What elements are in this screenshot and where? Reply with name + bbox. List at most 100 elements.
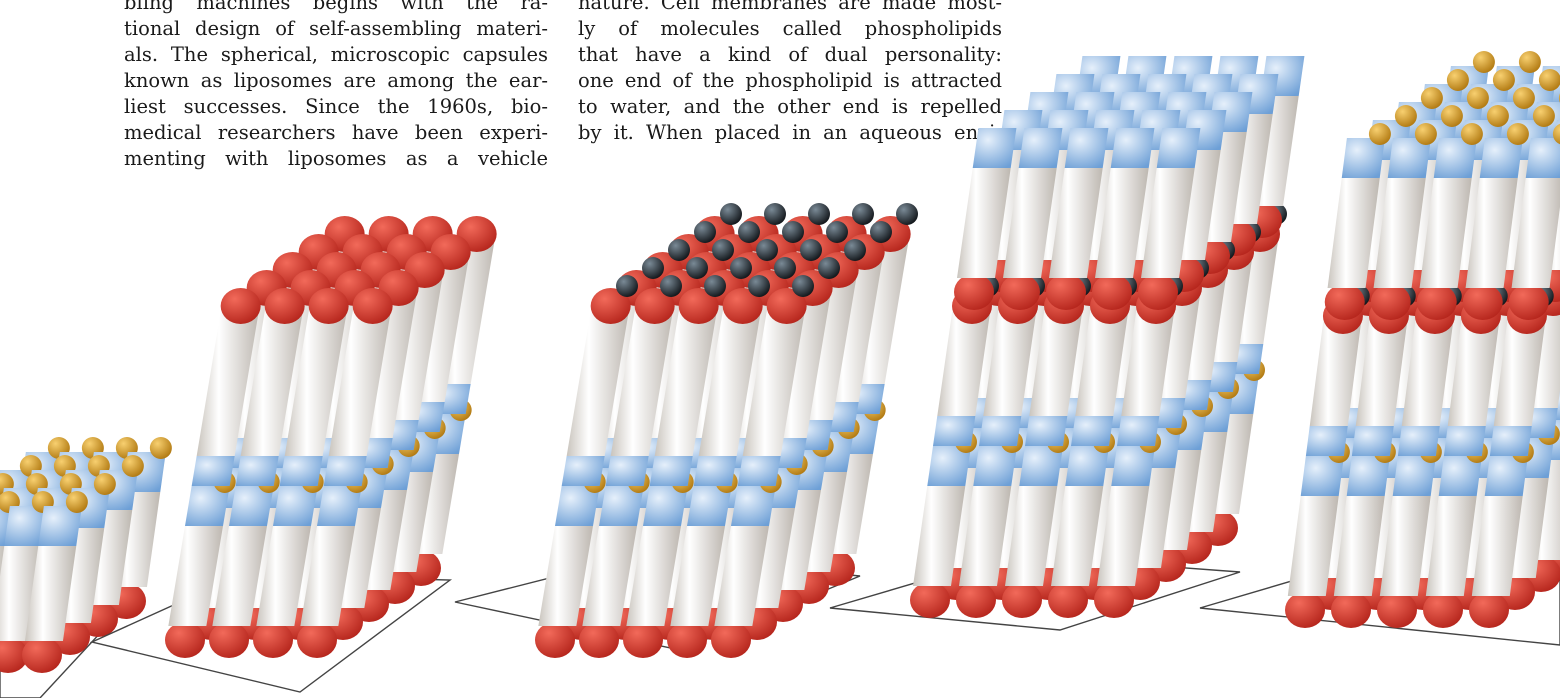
black-particle [616, 275, 638, 297]
gold-particle [1441, 105, 1463, 127]
red-cap [1463, 284, 1503, 320]
black-particle [712, 239, 734, 261]
red-cap [165, 622, 205, 658]
black-particle [660, 275, 682, 297]
red-cap [579, 622, 619, 658]
red-cap [1048, 582, 1088, 618]
black-particle [668, 239, 690, 261]
gold-particle [1533, 105, 1555, 127]
gold-particle [1421, 87, 1443, 109]
lipid-head-blue [1157, 128, 1201, 168]
lipid-head-blue [1444, 426, 1486, 456]
molecule-stack [455, 203, 918, 658]
black-particle [764, 203, 786, 225]
black-particle [844, 239, 866, 261]
black-particle [896, 203, 918, 225]
lipid-head-blue [1526, 138, 1560, 178]
red-cap [1092, 274, 1132, 310]
red-cap [1417, 284, 1457, 320]
lipid-head-blue [933, 416, 975, 446]
molecule-stack [0, 437, 172, 698]
red-cap [265, 288, 305, 324]
black-particle [826, 221, 848, 243]
red-cap [1377, 592, 1417, 628]
red-cap [22, 637, 62, 673]
red-cap [1469, 592, 1509, 628]
gold-particle [94, 473, 116, 495]
red-cap [1094, 582, 1134, 618]
red-cap [956, 582, 996, 618]
black-particle [704, 275, 726, 297]
gold-particle [1539, 69, 1560, 91]
lipid-head-blue [650, 456, 693, 486]
lipid-head-blue [1117, 416, 1159, 446]
red-cap [253, 622, 293, 658]
gold-particle [1473, 51, 1495, 73]
gold-particle [1447, 69, 1469, 91]
gold-particle [1395, 105, 1417, 127]
red-cap [535, 622, 575, 658]
lipid-head-blue [1019, 128, 1063, 168]
lipid-head-blue [236, 456, 279, 486]
red-cap [1138, 274, 1178, 310]
molecule-stack [830, 56, 1304, 630]
gold-particle [1507, 123, 1529, 145]
black-particle [720, 203, 742, 225]
red-cap [221, 288, 261, 324]
lipid-head-blue [192, 456, 235, 486]
black-particle [738, 221, 760, 243]
lipid-head-blue [1025, 416, 1067, 446]
red-cap [711, 622, 751, 658]
black-particle [782, 221, 804, 243]
black-particle [694, 221, 716, 243]
lipid-head-blue [694, 456, 737, 486]
red-cap [1509, 284, 1549, 320]
lipid-head-blue [562, 456, 605, 486]
black-particle [686, 257, 708, 279]
red-cap [910, 582, 950, 618]
black-particle [774, 257, 796, 279]
gold-particle [1369, 123, 1391, 145]
gold-particle [122, 455, 144, 477]
lipid-head-blue [738, 456, 781, 486]
lipid-head-blue [606, 456, 649, 486]
lipid-head-blue [973, 128, 1017, 168]
red-cap [1002, 582, 1042, 618]
red-cap [1325, 284, 1365, 320]
gold-particle [1467, 87, 1489, 109]
lipid-head-blue [1111, 128, 1155, 168]
black-particle [808, 203, 830, 225]
black-particle [852, 203, 874, 225]
red-cap [297, 622, 337, 658]
lipid-head-blue [1352, 426, 1394, 456]
black-particle [818, 257, 840, 279]
gold-particle [1493, 69, 1515, 91]
red-cap [667, 622, 707, 658]
red-cap [1371, 284, 1411, 320]
lipid-head-blue [979, 416, 1021, 446]
lipid-head-blue [324, 456, 367, 486]
lipid-head-blue [1398, 426, 1440, 456]
black-particle [748, 275, 770, 297]
red-cap [1046, 274, 1086, 310]
black-particle [792, 275, 814, 297]
red-cap [623, 622, 663, 658]
red-cap [1331, 592, 1371, 628]
lipid-head-blue [1071, 416, 1113, 446]
red-cap [309, 288, 349, 324]
red-cap [209, 622, 249, 658]
lipid-head-blue [280, 456, 323, 486]
gold-particle [1513, 87, 1535, 109]
black-particle [642, 257, 664, 279]
gold-particle [66, 491, 88, 513]
lipid-head-blue [1490, 426, 1532, 456]
gold-particle [1415, 123, 1437, 145]
red-cap [1000, 274, 1040, 310]
black-particle [756, 239, 778, 261]
black-particle [730, 257, 752, 279]
black-particle [870, 221, 892, 243]
red-cap [954, 274, 994, 310]
red-cap [353, 288, 393, 324]
lipid-head-blue [1306, 426, 1348, 456]
